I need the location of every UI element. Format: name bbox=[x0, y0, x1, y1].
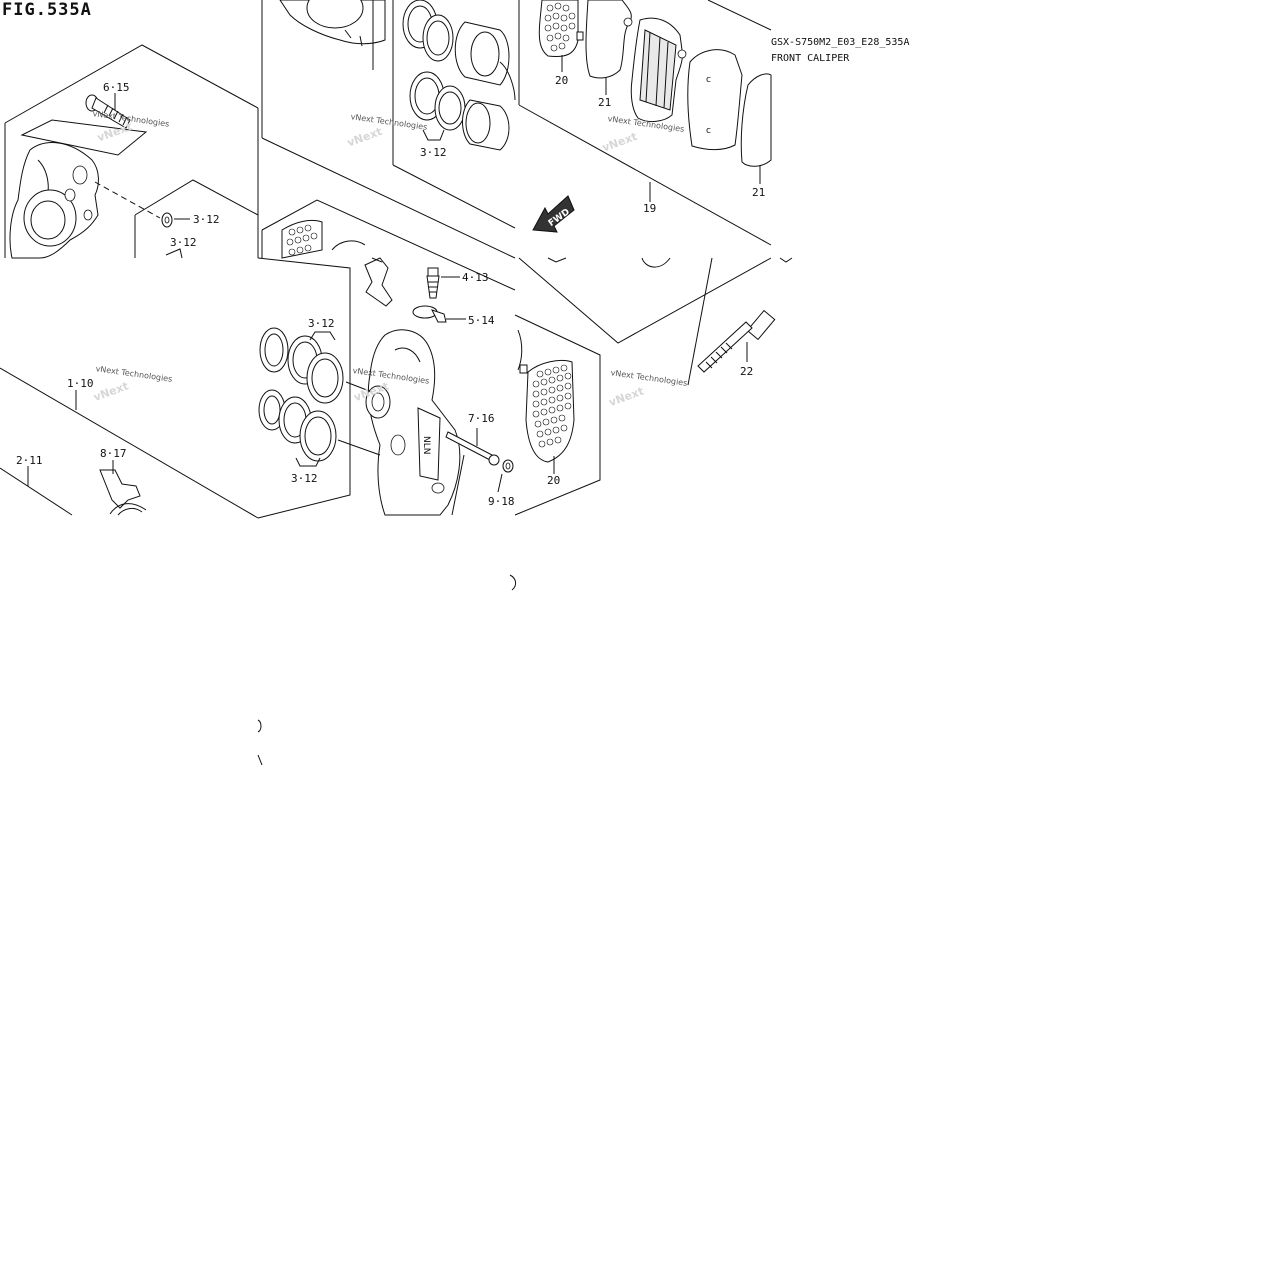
callout-1-10: 1·10 bbox=[67, 377, 94, 390]
bolt-22 bbox=[697, 309, 776, 373]
callout-3-12-c: 3·12 bbox=[420, 146, 447, 159]
shim-21-right bbox=[740, 73, 772, 167]
panel-right-lower: 22 bbox=[518, 257, 793, 386]
callout-8-17: 8·17 bbox=[100, 447, 127, 460]
callout-21-b: 21 bbox=[752, 186, 765, 199]
pad-pin-7 bbox=[445, 431, 500, 466]
caliper-half-left bbox=[9, 142, 99, 259]
panel-bottom-left: 1·10 2·11 8·17 bbox=[0, 367, 259, 519]
brake-pad-20-upper bbox=[538, 0, 584, 58]
brake-pad-20-middle-top bbox=[281, 219, 323, 259]
callout-3-12-b: 3·12 bbox=[170, 236, 197, 249]
svg-text:c: c bbox=[706, 126, 711, 136]
callout-20-b: 20 bbox=[547, 474, 560, 487]
panel-middle-center: 4·13 5·14 NLN bbox=[261, 199, 517, 591]
callout-5-14: 5·14 bbox=[468, 314, 495, 327]
svg-text:vNext: vNext bbox=[95, 120, 133, 145]
watermark-6: vNext Technologies bbox=[610, 368, 688, 388]
svg-text:c: c bbox=[706, 75, 711, 85]
callout-20-a: 20 bbox=[555, 74, 568, 87]
pad-spring-8 bbox=[99, 469, 147, 516]
panel-top-right: 20 21 c c bbox=[518, 0, 772, 246]
callout-7-16: 7·16 bbox=[468, 412, 495, 425]
panel-seal-small: 3·12 3·12 bbox=[134, 179, 259, 259]
svg-text:vNext: vNext bbox=[92, 379, 130, 404]
callout-2-11: 2·11 bbox=[16, 454, 43, 467]
svg-text:NLN: NLN bbox=[421, 436, 431, 454]
callout-9-18: 9·18 bbox=[488, 495, 515, 508]
shim-21-left bbox=[585, 0, 633, 79]
seal-set-middle-upper bbox=[259, 327, 344, 404]
seal-set-lower bbox=[409, 71, 510, 151]
panel-middle-right: 20 bbox=[514, 314, 601, 516]
panel-middle-left-seals: 3·12 3·12 bbox=[257, 257, 381, 766]
pad-spring bbox=[364, 257, 393, 307]
bolt-6 bbox=[85, 94, 131, 129]
pin-clip-9 bbox=[502, 459, 514, 473]
seal-set-middle-lower bbox=[258, 389, 337, 462]
brake-pad-backing bbox=[630, 17, 687, 123]
brake-pad-20-lower bbox=[519, 359, 575, 463]
svg-text:vNext: vNext bbox=[600, 130, 638, 155]
panel-top-center: 3·12 bbox=[261, 0, 516, 259]
svg-text:vNext: vNext bbox=[607, 385, 645, 410]
seal-set-upper bbox=[402, 0, 510, 86]
callout-3-12-a: 3·12 bbox=[193, 213, 220, 226]
panel-top-left: 6·15 bbox=[4, 44, 259, 259]
model-code: GSX-S750M2_E03_E28_535A bbox=[771, 37, 910, 48]
part-name: FRONT CALIPER bbox=[771, 53, 850, 64]
watermark-4: vNext Technologies bbox=[95, 364, 173, 384]
callout-19: 19 bbox=[643, 202, 656, 215]
bleeder-cap-5 bbox=[412, 305, 447, 323]
callout-21-a: 21 bbox=[598, 96, 611, 109]
callout-4-13: 4·13 bbox=[462, 271, 489, 284]
svg-text:vNext: vNext bbox=[345, 125, 383, 150]
callout-3-12-e: 3·12 bbox=[291, 472, 318, 485]
caliper-body-main: NLN bbox=[365, 329, 461, 516]
callout-6-15: 6·15 bbox=[103, 81, 130, 94]
bleeder-valve-4 bbox=[426, 267, 440, 299]
forward-direction-arrow: FWD bbox=[532, 195, 575, 233]
figure-title: FIG.535A bbox=[2, 0, 92, 20]
callout-3-12-d: 3·12 bbox=[308, 317, 335, 330]
callout-22: 22 bbox=[740, 365, 753, 378]
pad-plate-right: c c bbox=[687, 49, 743, 151]
